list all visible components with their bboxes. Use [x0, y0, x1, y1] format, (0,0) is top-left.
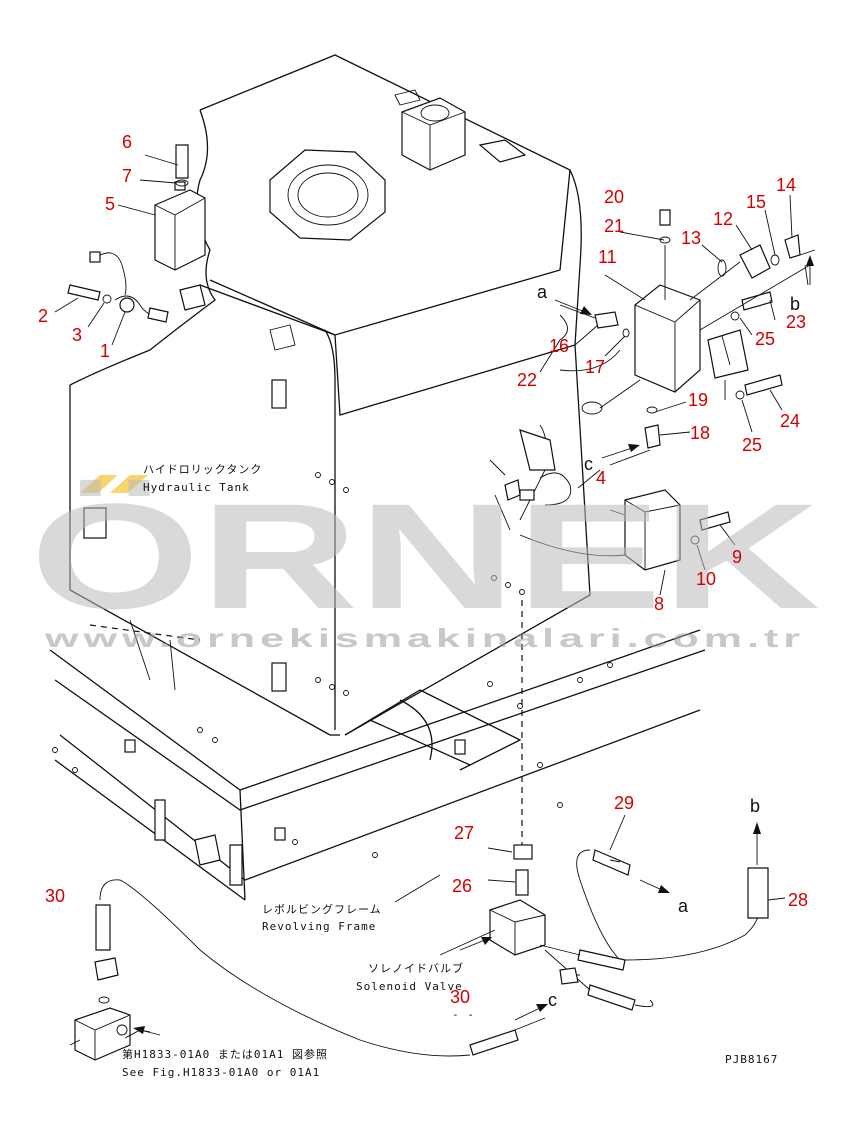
callout-30-left: 30: [45, 886, 65, 906]
leader-lines: [54, 154, 793, 1039]
callout-23: 23: [786, 312, 806, 332]
reference-label-en: See Fig.H1833-01A0 or 01A1: [122, 1066, 320, 1079]
letter-b-lower: b: [750, 796, 760, 816]
revolving-frame: [49, 619, 706, 901]
dash-label: - -: [452, 1008, 475, 1021]
callout-2: 2: [38, 306, 48, 326]
watermark: ÖRNEK www.ornekismakinalari.com.tr: [30, 472, 820, 653]
hydraulic-tank: [69, 54, 591, 736]
callout-21: 21: [604, 216, 624, 236]
callout-19: 19: [688, 390, 708, 410]
tank-label-en: Hydraulic Tank: [143, 481, 250, 494]
callout-1: 1: [100, 341, 110, 361]
callout-9: 9: [732, 547, 742, 567]
callout-28: 28: [788, 890, 808, 910]
frame-label-jp: レボルビングフレーム: [262, 902, 382, 916]
callout-7: 7: [122, 166, 132, 186]
callout-30-lower: 30: [450, 987, 470, 1007]
watermark-brand: ÖRNEK: [30, 472, 820, 640]
callout-4: 4: [596, 468, 606, 488]
callout-25-lower: 25: [742, 435, 762, 455]
direction-arrows: [133, 255, 814, 1034]
text-labels: ハイドロリックタンク Hydraulic Tank レボルビングフレーム Rev…: [122, 463, 778, 1079]
callout-14: 14: [776, 175, 796, 195]
letter-a-upper: a: [537, 282, 548, 302]
valve-label-en: Solenoid Valve: [356, 980, 463, 993]
callout-6: 6: [122, 132, 132, 152]
watermark-accent-right: [110, 475, 148, 493]
callout-18: 18: [690, 423, 710, 443]
reference-label-jp: 第H1833-01A0 または01A1 図参照: [122, 1047, 328, 1061]
callout-25-upper: 25: [755, 329, 775, 349]
callout-5: 5: [105, 194, 115, 214]
part-callouts: 1 2 3 4 5 6 7 8 9 10 11 12 13 14 15 16 1…: [38, 132, 808, 1007]
callout-8: 8: [654, 594, 664, 614]
callout-16: 16: [549, 336, 569, 356]
pressure-switch-assembly: [67, 144, 206, 323]
callout-24: 24: [780, 411, 800, 431]
frame-label-en: Revolving Frame: [262, 920, 376, 933]
callout-15: 15: [746, 192, 766, 212]
drawing-code: PJB8167: [725, 1053, 778, 1066]
watermark-accent-left: [80, 475, 118, 493]
letter-c-lower: c: [548, 990, 557, 1010]
tank-holes: [315, 472, 525, 696]
connection-letters: a c b a b c: [537, 282, 800, 1010]
callout-12: 12: [713, 209, 733, 229]
callout-20: 20: [604, 187, 624, 207]
valve-label-jp: ソレノイドバルブ: [368, 961, 464, 975]
letter-a-lower: a: [678, 896, 689, 916]
callout-29: 29: [614, 793, 634, 813]
callout-22: 22: [517, 370, 537, 390]
letter-b-upper: b: [790, 294, 800, 314]
callout-10: 10: [696, 569, 716, 589]
watermark-url: www.ornekismakinalari.com.tr: [43, 623, 805, 653]
hose-and-solenoid: [69, 600, 769, 1061]
valve-block-assembly: [489, 209, 816, 571]
callout-11: 11: [598, 247, 617, 267]
callout-3: 3: [72, 325, 82, 345]
callout-27: 27: [454, 823, 474, 843]
callout-26: 26: [452, 876, 472, 896]
callout-13: 13: [681, 228, 701, 248]
letter-c-upper: c: [584, 454, 593, 474]
callout-17: 17: [585, 357, 605, 377]
tank-label-jp: ハイドロリックタンク: [143, 463, 262, 476]
